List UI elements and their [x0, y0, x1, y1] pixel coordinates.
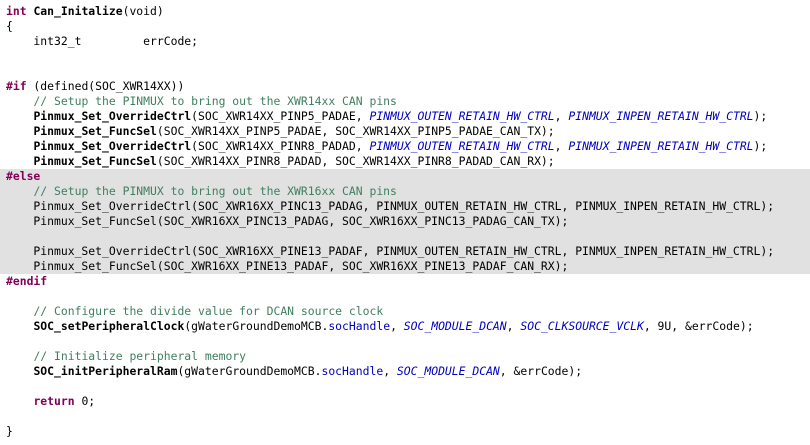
code-token [6, 109, 33, 123]
code-line[interactable]: Pinmux_Set_OverrideCtrl(SOC_XWR16XX_PINC… [0, 199, 810, 214]
code-token: PINMUX_INPEN_RETAIN_HW_CTRL [568, 109, 754, 123]
code-token: , [554, 139, 569, 153]
code-token: socHandle [321, 364, 384, 378]
code-token: , [554, 109, 569, 123]
code-token [6, 319, 33, 333]
code-line[interactable]: #else [0, 169, 810, 184]
code-line[interactable]: // Initialize peripheral memory [0, 349, 810, 364]
code-token: Pinmux_Set_OverrideCtrl [33, 109, 192, 123]
code-line[interactable]: // Setup the PINMUX to bring out the XWR… [0, 94, 810, 109]
code-line[interactable]: int32_t errCode; [0, 34, 810, 49]
code-token: SOC_MODULE_DCAN [396, 364, 500, 378]
code-token: (SOC_XWR14XX_PINR8_PADAD, SOC_XWR14XX_PI… [156, 154, 555, 168]
code-line[interactable]: #if (defined(SOC_XWR14XX)) [0, 79, 810, 94]
code-token: #else [6, 169, 41, 183]
code-token [6, 94, 33, 108]
code-line[interactable]: } [0, 424, 810, 439]
code-token: Pinmux_Set_FuncSel(SOC_XWR16XX_PINC13_PA… [6, 214, 569, 228]
code-token: #if [6, 79, 27, 93]
code-token: (gWaterGroundDemoMCB. [177, 364, 322, 378]
code-line[interactable] [0, 409, 810, 424]
code-token: Can_Initalize [33, 4, 123, 18]
code-line[interactable]: SOC_setPeripheralClock(gWaterGroundDemoM… [0, 319, 810, 334]
code-token: // Setup the PINMUX to bring out the XWR… [33, 184, 397, 198]
code-token [6, 184, 33, 198]
code-token [6, 154, 33, 168]
code-line[interactable]: Pinmux_Set_OverrideCtrl(SOC_XWR16XX_PINE… [0, 244, 810, 259]
code-line[interactable]: Pinmux_Set_OverrideCtrl(SOC_XWR14XX_PINP… [0, 109, 810, 124]
code-line[interactable]: // Setup the PINMUX to bring out the XWR… [0, 184, 810, 199]
code-token: // Initialize peripheral memory [33, 349, 247, 363]
code-line[interactable] [0, 334, 810, 349]
code-token: Pinmux_Set_FuncSel(SOC_XWR16XX_PINE13_PA… [6, 259, 569, 273]
code-token: (SOC_XWR14XX_PINP5_PADAE, [191, 109, 370, 123]
code-token: // Setup the PINMUX to bring out the XWR… [33, 94, 397, 108]
code-line[interactable] [0, 229, 810, 244]
code-token [6, 349, 33, 363]
code-token: (SOC_XWR14XX_PINR8_PADAD, [191, 139, 370, 153]
code-token: PINMUX_OUTEN_RETAIN_HW_CTRL [369, 139, 555, 153]
code-token: return [33, 394, 75, 408]
code-token: , &errCode); [499, 364, 583, 378]
code-token: SOC_setPeripheralClock [33, 319, 185, 333]
code-token: PINMUX_INPEN_RETAIN_HW_CTRL [568, 139, 754, 153]
code-token: 0; [74, 394, 96, 408]
code-line[interactable] [0, 49, 810, 64]
code-token: (void) [122, 4, 164, 18]
code-line[interactable]: #endif [0, 274, 810, 289]
code-line[interactable]: Pinmux_Set_FuncSel(SOC_XWR14XX_PINR8_PAD… [0, 154, 810, 169]
code-line[interactable] [0, 289, 810, 304]
code-line[interactable]: Pinmux_Set_FuncSel(SOC_XWR16XX_PINE13_PA… [0, 259, 810, 274]
code-token: PINMUX_OUTEN_RETAIN_HW_CTRL [369, 109, 555, 123]
code-token [6, 139, 33, 153]
code-token [6, 364, 33, 378]
code-line[interactable]: Pinmux_Set_FuncSel(SOC_XWR16XX_PINC13_PA… [0, 214, 810, 229]
code-line[interactable]: // Configure the divide value for DCAN s… [0, 304, 810, 319]
code-token [6, 304, 33, 318]
code-token: int32_t errCode; [6, 34, 199, 48]
code-token [6, 124, 33, 138]
code-token: #endif [6, 274, 48, 288]
code-token: Pinmux_Set_FuncSel [33, 154, 157, 168]
code-token: , [390, 319, 404, 333]
code-token: Pinmux_Set_FuncSel [33, 124, 157, 138]
code-line[interactable]: Pinmux_Set_OverrideCtrl(SOC_XWR14XX_PINR… [0, 139, 810, 154]
code-token: ); [753, 109, 768, 123]
code-token: Pinmux_Set_OverrideCtrl(SOC_XWR16XX_PINE… [6, 244, 775, 258]
code-token: ); [753, 139, 768, 153]
code-line[interactable] [0, 379, 810, 394]
code-line[interactable]: return 0; [0, 394, 810, 409]
code-token: (SOC_XWR14XX_PINP5_PADAE, SOC_XWR14XX_PI… [156, 124, 555, 138]
code-token: { [6, 19, 13, 33]
code-token: (gWaterGroundDemoMCB. [184, 319, 329, 333]
code-token: , 9U, &errCode); [643, 319, 754, 333]
code-line[interactable]: { [0, 19, 810, 34]
code-line[interactable]: SOC_initPeripheralRam(gWaterGroundDemoMC… [0, 364, 810, 379]
code-token [6, 394, 33, 408]
code-line[interactable]: int Can_Initalize(void) [0, 4, 810, 19]
code-token: } [6, 424, 13, 438]
code-token: (defined(SOC_XWR14XX)) [26, 79, 185, 93]
code-token: SOC_initPeripheralRam [33, 364, 178, 378]
code-line[interactable] [0, 64, 810, 79]
code-token: socHandle [328, 319, 391, 333]
code-line[interactable]: Pinmux_Set_FuncSel(SOC_XWR14XX_PINP5_PAD… [0, 124, 810, 139]
code-token: , [383, 364, 397, 378]
code-token: SOC_CLKSOURCE_VCLK [520, 319, 644, 333]
code-token: SOC_MODULE_DCAN [403, 319, 507, 333]
code-token: , [506, 319, 521, 333]
code-token: // Configure the divide value for DCAN s… [33, 304, 384, 318]
code-token: int [6, 4, 27, 18]
code-token: Pinmux_Set_OverrideCtrl [33, 139, 192, 153]
code-token: Pinmux_Set_OverrideCtrl(SOC_XWR16XX_PINC… [6, 199, 775, 213]
